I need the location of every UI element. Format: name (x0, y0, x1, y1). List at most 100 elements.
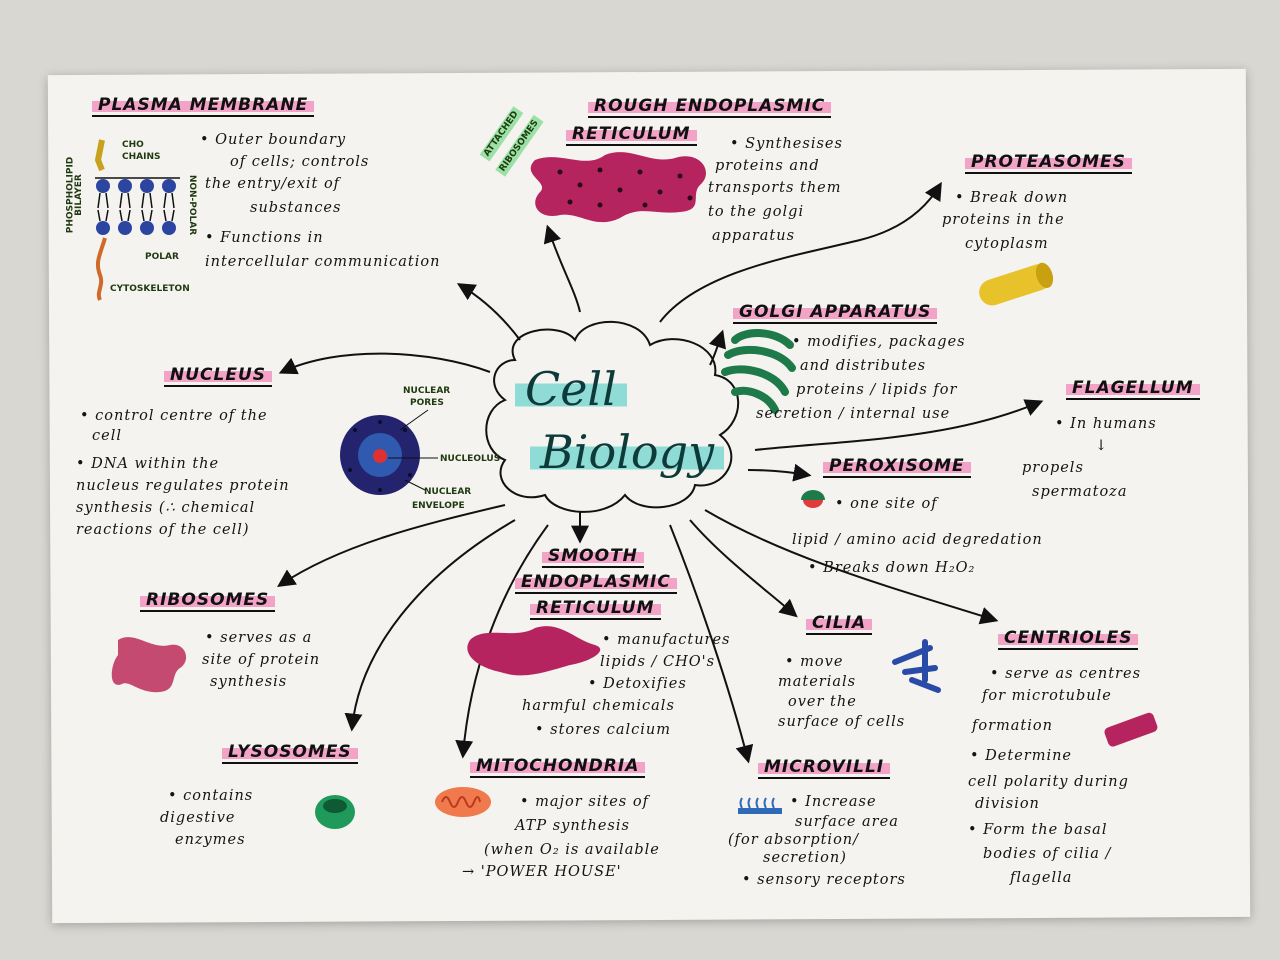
plasma-label-bilayer: BILAYER (73, 174, 84, 216)
microvilli-drawing (738, 797, 782, 814)
cilia-drawing (892, 639, 941, 693)
proteasomes-text-2: proteins in the (942, 212, 1065, 228)
rough-er-text-1: • Synthesises (730, 136, 843, 152)
microvilli-text-4: secretion) (763, 850, 847, 866)
smooth-er-drawing (467, 626, 601, 676)
ribosomes-heading: RIBOSOMES (140, 590, 276, 612)
golgi-heading: GOLGI APPARATUS (733, 302, 938, 324)
microvilli-text-5: • sensory receptors (742, 872, 906, 888)
arrow-to-flagellum (754, 399, 1044, 451)
plasma-label-chains: CHAINS (122, 152, 161, 162)
mitochondria-drawing (435, 787, 491, 817)
center-title-line2: Biology (530, 425, 725, 479)
nucleus-text-3: • DNA within the (76, 456, 220, 472)
microvilli-text-2: surface area (795, 814, 899, 830)
peroxisome-drawing (801, 490, 825, 500)
peroxisome-heading: PEROXISOME (823, 456, 971, 478)
arrow-to-mitochondria (455, 524, 549, 759)
centrioles-text-4: • Determine (970, 748, 1073, 764)
proteasomes-text-1: • Break down (955, 190, 1069, 206)
plasma-text-2: of cells; controls (230, 154, 370, 170)
arrow-to-ribosomes (277, 504, 506, 587)
golgi-drawing (721, 329, 796, 414)
cho-chain-drawing (94, 139, 105, 172)
plasma-label-cho: CHO (122, 140, 144, 150)
plasma-text-3: the entry/exit of (205, 176, 341, 192)
centrioles-text-5: cell polarity during (968, 774, 1129, 790)
centrioles-heading: CENTRIOLES (998, 628, 1139, 650)
proteasomes-text-3: cytoplasm (965, 236, 1049, 252)
nucleus-text-5: synthesis (∴ chemical (76, 500, 256, 516)
arrow-to-centrioles (704, 509, 999, 625)
microvilli-text-3: (for absorption/ (728, 832, 860, 848)
centrioles-text-3: formation (972, 718, 1053, 734)
ribosomes-text-1: • serves as a (205, 630, 313, 646)
smooth-er-text-5: • stores calcium (535, 722, 671, 738)
arrow-to-lysosomes (344, 519, 516, 732)
ribosomes-text-2: site of protein (202, 652, 321, 668)
ribosomes-text-3: synthesis (210, 674, 288, 690)
phospholipid-bilayer-drawing (94, 139, 180, 301)
flagellum-heading: FLAGELLUM (1066, 378, 1200, 400)
plasma-text-6: intercellular communication (205, 254, 441, 270)
nucleus-label-nuclear-2: NUCLEAR (424, 487, 472, 497)
cilia-text-1: • move (785, 654, 844, 670)
centriole-drawing (1104, 712, 1158, 747)
nucleus-label-envelope: ENVELOPE (412, 501, 465, 511)
center-cloud (485, 320, 740, 513)
peroxisome-text-1: • one site of (835, 496, 938, 512)
lysosomes-text-2: digestive (160, 810, 236, 826)
cilia-text-2: materials (778, 674, 857, 690)
centrioles-text-7: • Form the basal (968, 822, 1108, 838)
smooth-er-text-4: harmful chemicals (522, 698, 675, 714)
microvilli-heading: MICROVILLI (758, 757, 891, 779)
flagellum-text-3: spermatoza (1032, 484, 1128, 500)
nucleus-text-1: • control centre of the (80, 408, 268, 424)
golgi-text-1: • modifies, packages (792, 334, 966, 350)
golgi-text-4: secretion / internal use (756, 406, 951, 422)
plasma-text-1: • Outer boundary (200, 132, 347, 148)
centrioles-text-9: flagella (1010, 870, 1073, 886)
nucleus-text-6: reactions of the cell) (76, 522, 250, 538)
mitochondria-text-2: ATP synthesis (515, 818, 630, 834)
center-title-line1: Cell (515, 362, 627, 416)
rough-er-heading-1: ROUGH ENDOPLASMIC (588, 96, 832, 118)
golgi-text-2: and distributes (800, 358, 927, 374)
cilia-text-4: surface of cells (778, 714, 906, 730)
cilia-heading: CILIA (806, 613, 873, 635)
rough-er-text-4: to the golgi (708, 204, 805, 220)
centrioles-text-2: for microtubule (982, 688, 1112, 704)
nucleus-text-2: cell (92, 428, 122, 444)
microvilli-text-1: • Increase (790, 794, 877, 810)
golgi-text-3: proteins / lipids for (796, 382, 958, 398)
lysosomes-heading: LYSOSOMES (222, 742, 358, 764)
rough-er-text-2: proteins and (715, 158, 820, 174)
rough-er-drawing (530, 152, 706, 223)
smooth-er-text-3: • Detoxifies (588, 676, 687, 692)
plasma-label-polar: POLAR (145, 252, 179, 262)
centrioles-text-1: • serve as centres (990, 666, 1142, 682)
nucleus-label-nucleolus: NUCLEOLUS (440, 454, 501, 464)
plasma-label-nonpolar: NON-POLAR (187, 174, 198, 236)
smooth-er-text-1: • manufactures (602, 632, 731, 648)
nucleus-text-4: nucleus regulates protein (76, 478, 290, 494)
smooth-er-heading-1: SMOOTH (542, 546, 644, 568)
arrow-to-nucleus (278, 352, 491, 375)
rough-er-heading-2: RETICULUM (566, 124, 697, 146)
arrow-to-plasma-membrane (456, 283, 521, 341)
nucleus-drawing (340, 409, 438, 495)
plasma-text-5: • Functions in (205, 230, 324, 246)
nucleus-label-pores: PORES (410, 398, 444, 408)
plasma-label-cytoskeleton: CYTOSKELETON (110, 284, 190, 294)
arrow-to-proteasomes (659, 181, 942, 323)
arrow-to-microvilli (669, 524, 754, 764)
centrioles-text-8: bodies of cilia / (983, 846, 1112, 862)
arrow-to-peroxisome (747, 463, 812, 482)
proteasomes-heading: PROTEASOMES (965, 152, 1132, 174)
smooth-er-heading-3: RETICULUM (530, 598, 661, 620)
flagellum-text-2: propels (1022, 460, 1084, 476)
lysosomes-text-3: enzymes (175, 832, 246, 848)
rough-er-text-3: transports them (708, 180, 842, 196)
arrow-to-cilia (689, 519, 798, 618)
